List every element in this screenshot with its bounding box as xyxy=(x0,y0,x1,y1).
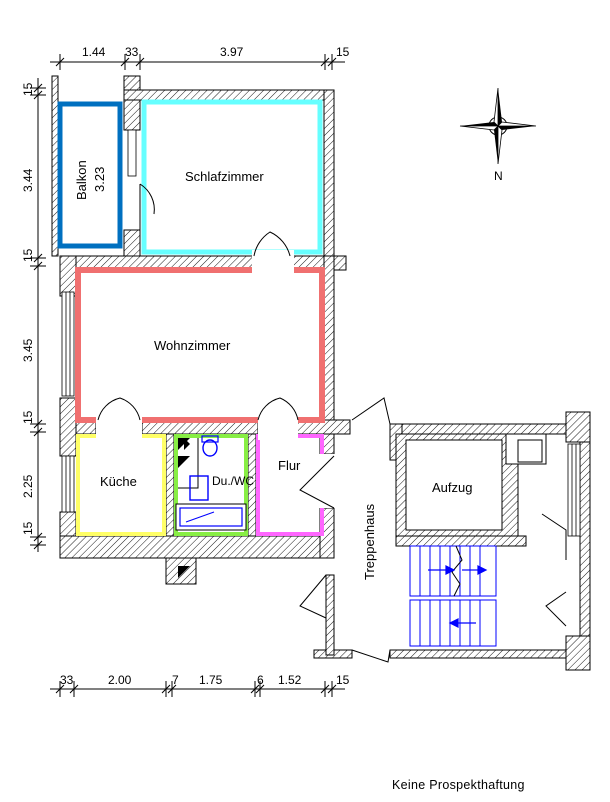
dimension-top xyxy=(50,54,345,70)
dim-bottom-1: 2.00 xyxy=(108,673,132,687)
stair-arrows xyxy=(428,565,488,628)
dim-bottom-2: 7 xyxy=(172,673,179,687)
dimension-left xyxy=(30,78,46,552)
room-label-balkon: Balkon xyxy=(74,160,89,200)
dim-top-1: 33 xyxy=(125,45,139,59)
flur-outline xyxy=(256,434,324,536)
dim-top-2: 3.97 xyxy=(220,45,244,59)
wohnzimmer-outline xyxy=(75,267,325,423)
dim-left-1: 3.44 xyxy=(21,168,35,192)
compass-icon xyxy=(459,87,537,165)
dim-left-3: 3.45 xyxy=(21,338,35,362)
dim-left-6: 15 xyxy=(21,521,35,535)
compass-label: N xyxy=(494,169,503,183)
room-label-wohnzimmer: Wohnzimmer xyxy=(154,338,231,353)
dim-top-0: 1.44 xyxy=(82,45,106,59)
doors xyxy=(97,183,567,663)
inner-spaces xyxy=(405,439,543,531)
dimension-left-labels: 15 3.44 15 3.45 15 2.25 15 xyxy=(21,82,35,535)
disclaimer-text: Keine Prospekthaftung xyxy=(392,778,525,792)
shaft-blocks xyxy=(178,438,190,578)
dim-left-5: 2.25 xyxy=(21,474,35,498)
dimension-top-labels: 1.44 33 3.97 15 xyxy=(82,45,350,59)
room-label-treppenhaus: Treppenhaus xyxy=(362,503,377,580)
dimension-bottom xyxy=(50,681,345,697)
dim-bottom-0: 33 xyxy=(60,673,74,687)
room-label-bad: Du./WC xyxy=(212,474,254,488)
dim-left-0: 15 xyxy=(21,82,35,96)
dim-bottom-6: 15 xyxy=(336,673,350,687)
dimension-bottom-labels: 33 2.00 7 1.75 6 1.52 15 xyxy=(60,673,350,687)
room-label-kueche: Küche xyxy=(100,474,137,489)
sink-icon xyxy=(189,475,209,501)
dim-bottom-4: 6 xyxy=(257,673,264,687)
stairs xyxy=(409,545,497,647)
dim-bottom-5: 1.52 xyxy=(278,673,302,687)
room-label-aufzug: Aufzug xyxy=(432,480,472,495)
dim-bottom-3: 1.75 xyxy=(199,673,223,687)
room-label-balkon-area: 3.23 xyxy=(92,167,107,192)
dim-top-3: 15 xyxy=(336,45,350,59)
dim-left-2: 15 xyxy=(21,248,35,262)
door-openings xyxy=(96,250,338,508)
toilet-icon xyxy=(202,439,218,457)
room-label-flur: Flur xyxy=(278,458,301,473)
schlafzimmer-outline xyxy=(141,99,323,255)
balkon-outline xyxy=(57,101,123,249)
room-label-schlafzimmer: Schlafzimmer xyxy=(185,169,264,184)
windows xyxy=(61,129,581,537)
dim-left-4: 15 xyxy=(21,410,35,424)
bathroom-fixtures xyxy=(175,435,247,531)
